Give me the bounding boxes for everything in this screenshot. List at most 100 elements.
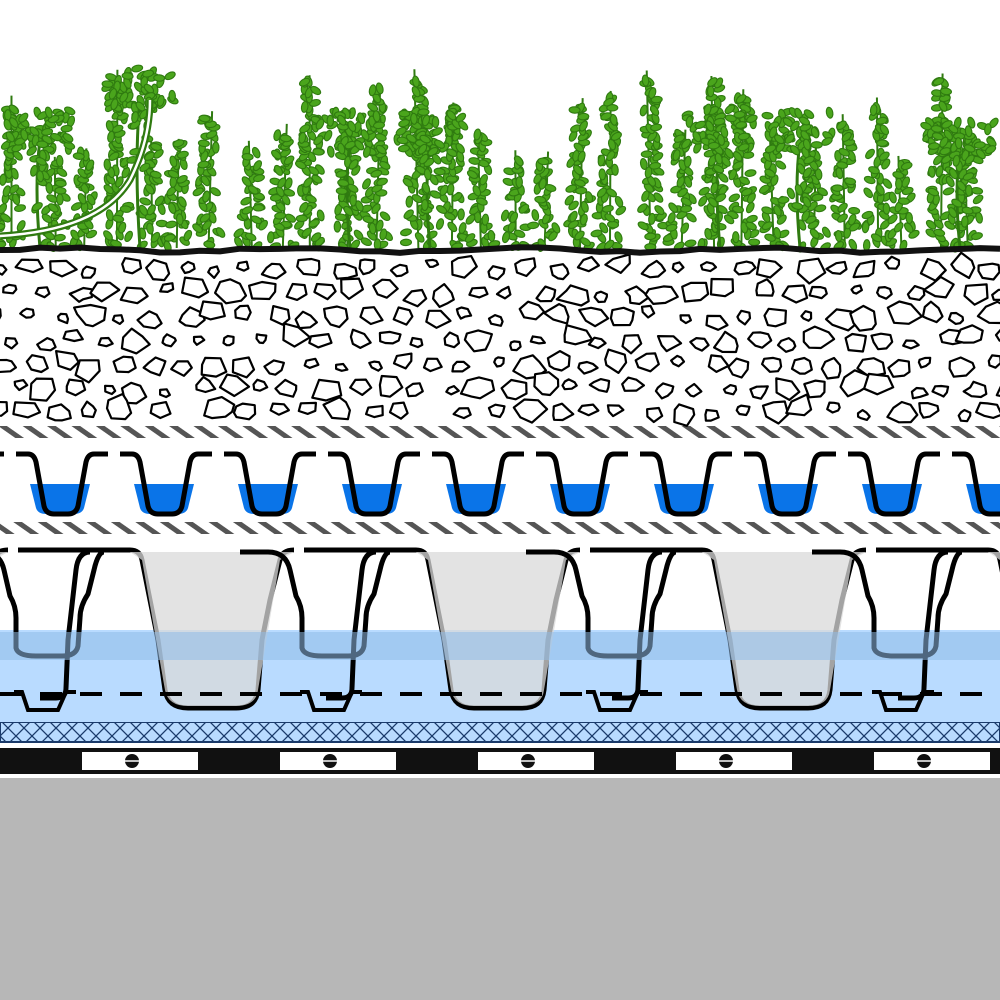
- aggregate-stone: [931, 384, 950, 398]
- aggregate-stone: [514, 257, 537, 278]
- aggregate-stone: [62, 329, 84, 343]
- aggregate-stone: [790, 356, 813, 375]
- aggregate-stone: [644, 285, 679, 305]
- sedum-sprig-icon: [294, 75, 326, 252]
- aggregate-stone: [80, 400, 97, 419]
- aggregate-stone: [722, 384, 738, 396]
- aggregate-stone: [378, 330, 402, 345]
- aggregate-stone: [775, 377, 801, 401]
- sedum-sprig-icon: [680, 103, 758, 249]
- aggregate-stone: [248, 280, 277, 301]
- aggregate-stone: [296, 257, 321, 277]
- aggregate-stone: [120, 381, 148, 405]
- aggregate-stone: [392, 306, 414, 326]
- aggregate-stone: [796, 257, 827, 285]
- aggregate-stone: [712, 330, 739, 354]
- aggregate-stone: [451, 360, 471, 373]
- aggregate-stone: [947, 311, 965, 325]
- aggregate-stone: [255, 333, 268, 345]
- aggregate-stone: [736, 309, 752, 326]
- aggregate-stone: [487, 265, 506, 281]
- aggregate-stone: [755, 278, 775, 297]
- aggregate-stone: [56, 312, 70, 325]
- drainage-cup: [328, 451, 420, 517]
- aggregate-stone: [704, 408, 720, 422]
- aggregate-stone: [546, 350, 571, 372]
- aggregate-stone: [493, 356, 505, 368]
- aggregate-stone: [910, 386, 929, 400]
- aggregate-stone: [181, 276, 210, 299]
- aggregate-stone: [755, 258, 783, 279]
- drainage-cup: [0, 451, 4, 457]
- aggregate-stone: [234, 304, 252, 321]
- aggregate-stone: [673, 403, 696, 427]
- aggregate-stone: [977, 262, 1000, 281]
- drainage-cup: [536, 451, 628, 517]
- aggregate-stone: [656, 335, 683, 353]
- aggregate-stone: [781, 284, 809, 304]
- membrane-segment: [594, 752, 676, 770]
- aggregate-stone: [856, 409, 871, 421]
- aggregate-stone: [954, 324, 984, 344]
- aggregate-stone: [422, 357, 443, 373]
- aggregate-stone: [640, 259, 667, 279]
- aggregate-stone: [563, 324, 594, 346]
- sedum-sprig-icon: [101, 64, 179, 249]
- aggregate-stone: [991, 288, 1000, 301]
- aggregate-stone: [512, 398, 549, 424]
- aggregate-stone: [727, 357, 750, 379]
- aggregate-stone: [180, 260, 196, 275]
- aggregate-stone: [922, 275, 955, 299]
- aggregate-stone: [231, 356, 256, 379]
- aggregate-stone: [335, 362, 349, 372]
- aggregate-stone: [365, 404, 384, 419]
- aggregate-stone: [593, 290, 609, 304]
- sedum-sprig-icon: [161, 138, 193, 253]
- aggregate-stone: [207, 265, 220, 279]
- membrane-segment: [792, 752, 874, 770]
- drainage-cup: [744, 451, 836, 517]
- aggregate-stone: [443, 331, 461, 349]
- sedum-sprig-icon: [69, 146, 98, 252]
- aggregate-stone: [358, 258, 376, 276]
- protection-mat: [0, 721, 1000, 743]
- aggregate-stone: [509, 340, 522, 352]
- aggregate-stone: [760, 356, 783, 373]
- aggregate-stone: [368, 360, 383, 372]
- sedum-sprig-icon: [3, 106, 76, 249]
- aggregate-stone: [948, 356, 976, 378]
- aggregate-stone: [976, 300, 1000, 325]
- aggregate-stone: [468, 286, 489, 299]
- drainage-cup: [16, 451, 108, 517]
- sedum-sprig-icon: [920, 116, 999, 249]
- aggregate-stone: [459, 376, 496, 400]
- aggregate-stone: [839, 369, 872, 398]
- aggregate-stone: [518, 300, 546, 321]
- aggregate-stone: [735, 404, 751, 417]
- fastener-icon: [917, 754, 931, 768]
- aggregate-stone: [72, 303, 107, 328]
- aggregate-stone: [826, 401, 841, 414]
- aggregate-stone: [432, 283, 455, 308]
- aggregate-stone: [322, 396, 351, 421]
- lower-filter-fleece: [0, 522, 1000, 534]
- aggregate-stone: [487, 314, 504, 327]
- aggregate-stone: [487, 403, 506, 419]
- aggregate-stone: [297, 401, 317, 415]
- aggregate-stone: [3, 337, 19, 350]
- aggregate-stone: [963, 283, 989, 306]
- sedum-sprig-icon: [464, 128, 501, 249]
- aggregate-stone: [389, 263, 409, 278]
- waterproofing-membrane: [0, 746, 1000, 774]
- sedum-sprig-icon: [829, 114, 862, 251]
- aggregate-stone: [34, 286, 51, 299]
- retention-cup-fill: [0, 552, 8, 557]
- sedum-sprig-icon: [637, 70, 670, 253]
- aggregate-stone: [824, 308, 858, 332]
- aggregate-stone: [500, 378, 528, 401]
- aggregate-stone: [445, 385, 460, 396]
- aggregate-stone: [0, 358, 17, 374]
- aggregate-stone: [232, 402, 257, 421]
- aggregate-stone: [149, 401, 172, 420]
